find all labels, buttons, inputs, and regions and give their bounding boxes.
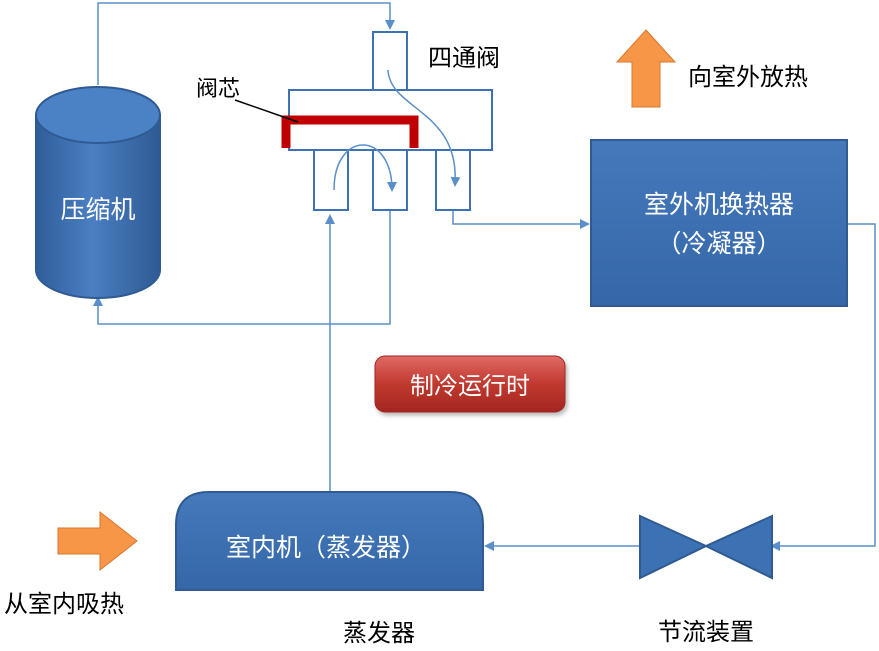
pipe-condenser-to-throttle <box>770 223 876 551</box>
condenser-label: （冷凝器） <box>656 229 781 258</box>
heat-release-indicator: 向室外放热 <box>615 29 808 108</box>
indoor-unit: 室内机（蒸发器） <box>175 491 484 591</box>
heat-absorb-indicator: 从室内吸热 <box>4 510 138 618</box>
pipes <box>93 2 876 551</box>
throttle-valve-icon <box>639 514 773 580</box>
absorb-heat-label: 从室内吸热 <box>4 590 124 618</box>
indoor-unit-label: 室内机（蒸发器） <box>226 533 426 562</box>
compressor-label: 压缩机 <box>60 195 135 224</box>
pipe-valve-to-condenser <box>452 210 590 229</box>
compressor: 压缩机 <box>35 86 161 299</box>
throttle-label: 节流装置 <box>658 618 754 646</box>
valve-core-pointer <box>234 99 299 123</box>
cooling-mode-label: 制冷运行时 <box>410 372 530 400</box>
outdoor-heat-exchanger: 室外机换热器 （冷凝器） <box>590 139 848 307</box>
up-arrow-icon <box>615 29 677 108</box>
valve-flow-arrows <box>333 69 461 192</box>
pipe-compressor-to-valve <box>97 2 395 85</box>
outdoor-exchanger-label: 室外机换热器 <box>644 190 794 219</box>
evaporator-label: 蒸发器 <box>343 619 415 647</box>
valve-left-port <box>313 149 349 211</box>
valve-core <box>281 115 419 148</box>
throttle-device: 节流装置 <box>639 514 773 646</box>
valve-core-label: 阀芯 <box>196 77 240 102</box>
pipe-valve-to-compressor <box>93 210 391 325</box>
four-way-valve-label: 四通阀 <box>428 44 500 72</box>
valve-middle-port <box>372 149 408 211</box>
cooling-mode-badge: 制冷运行时 <box>374 355 566 413</box>
release-heat-label: 向室外放热 <box>688 63 808 91</box>
right-arrow-icon <box>57 510 138 572</box>
